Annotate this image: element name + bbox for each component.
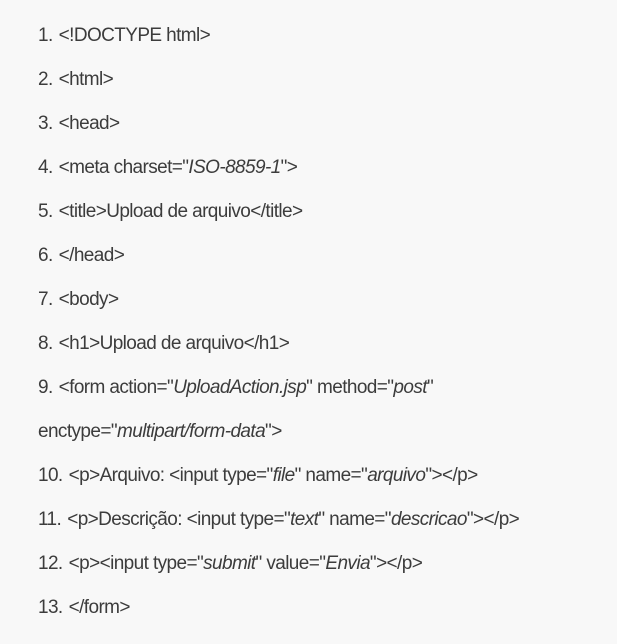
line-number: 10.: [38, 465, 63, 486]
code-line: 2.<html>: [38, 58, 617, 102]
code-text: <p>Descrição: <input type=": [67, 509, 291, 530]
code-text: <!DOCTYPE html>: [58, 25, 211, 46]
code-text: "></p>: [466, 509, 520, 530]
code-text: " method=": [306, 377, 394, 398]
code-text: </head>: [58, 245, 125, 266]
code-text: <title>Upload de arquivo</title>: [58, 201, 303, 222]
code-text: " value=": [255, 553, 326, 574]
code-line: 1.<!DOCTYPE html>: [38, 14, 617, 58]
code-text: <p>Arquivo: <input type=": [68, 465, 274, 486]
code-text: <html>: [58, 69, 114, 90]
line-number: 2.: [38, 69, 53, 90]
code-line: 10.<p>Arquivo: <input type="file" name="…: [38, 454, 617, 498]
code-line: enctype="multipart/form-data">: [38, 410, 617, 454]
code-text: </form>: [68, 597, 131, 618]
line-number: 4.: [38, 157, 53, 178]
code-value: UploadAction.jsp: [173, 377, 307, 398]
code-value: post: [393, 377, 427, 398]
line-number: 8.: [38, 333, 53, 354]
code-line: 6.</head>: [38, 234, 617, 278]
code-text: "></p>: [425, 465, 478, 486]
code-value: file: [272, 465, 295, 486]
code-text: <meta charset=": [58, 157, 189, 178]
code-line: 9.<form action="UploadAction.jsp" method…: [38, 366, 617, 410]
code-line: 12.<p><input type="submit" value="Envia"…: [38, 542, 617, 586]
line-number: 5.: [38, 201, 53, 222]
code-text: "></p>: [369, 553, 423, 574]
code-line: 13.</form>: [38, 586, 617, 630]
line-number: 11.: [38, 509, 62, 530]
code-line: 5.<title>Upload de arquivo</title>: [38, 190, 617, 234]
code-text: " name=": [318, 509, 391, 530]
code-value: multipart/form-data: [117, 421, 266, 442]
code-text: ">: [280, 157, 298, 178]
code-value: arquivo: [367, 465, 426, 486]
code-line: 3.<head>: [38, 102, 617, 146]
code-text: <p><input type=": [68, 553, 204, 574]
code-line: 11.<p>Descrição: <input type="text" name…: [38, 498, 617, 542]
code-line: 7.<body>: [38, 278, 617, 322]
line-number: 13.: [38, 597, 63, 618]
code-text: <h1>Upload de arquivo</h1>: [58, 333, 290, 354]
line-number: 12.: [38, 553, 63, 574]
code-value: ISO-8859-1: [188, 157, 281, 178]
code-text: ">: [265, 421, 282, 442]
code-value: text: [290, 509, 319, 530]
code-text: enctype=": [38, 421, 118, 442]
code-value: descricao: [390, 509, 468, 530]
line-number: 9.: [38, 377, 53, 398]
code-text: <head>: [58, 113, 120, 134]
code-value: submit: [203, 553, 256, 574]
code-text: " name=": [294, 465, 368, 486]
line-number: 3.: [38, 113, 53, 134]
code-value: Envia: [325, 553, 370, 574]
code-line: 8.<h1>Upload de arquivo</h1>: [38, 322, 617, 366]
code-text: <body>: [58, 289, 119, 310]
code-line: 4.<meta charset="ISO-8859-1">: [38, 146, 617, 190]
code-text: ": [426, 377, 434, 398]
code-text: <form action=": [58, 377, 174, 398]
line-number: 6.: [38, 245, 53, 266]
line-number: 1.: [38, 25, 53, 46]
line-number: 7.: [38, 289, 53, 310]
